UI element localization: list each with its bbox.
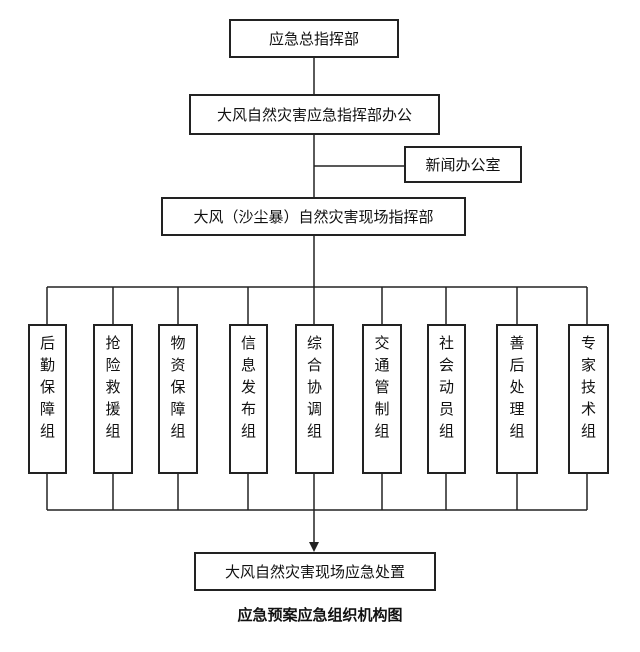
- group-label: 专家技术组: [580, 334, 596, 440]
- group-information: 信息发布组: [229, 324, 268, 474]
- group-label: 善后处理组: [509, 334, 525, 440]
- group-label: 综合协调组: [306, 334, 322, 440]
- office-box: 大风自然灾害应急指挥部办公: [189, 94, 440, 135]
- group-mobilization: 社会动员组: [427, 324, 466, 474]
- onsite-response-label: 大风自然灾害现场应急处置: [224, 563, 405, 581]
- group-experts: 专家技术组: [568, 324, 609, 474]
- site-command-box: 大风（沙尘暴）自然灾害现场指挥部: [161, 197, 466, 236]
- diagram-caption: 应急预案应急组织机构图: [237, 606, 403, 624]
- group-label: 抢险救援组: [105, 334, 121, 440]
- onsite-response-box: 大风自然灾害现场应急处置: [194, 552, 436, 591]
- group-traffic: 交通管制组: [362, 324, 402, 474]
- office-label: 大风自然灾害应急指挥部办公: [216, 106, 412, 124]
- group-label: 物资保障组: [170, 334, 186, 440]
- group-coordination: 综合协调组: [295, 324, 334, 474]
- group-label: 社会动员组: [438, 334, 454, 440]
- press-office-label: 新闻办公室: [425, 156, 501, 174]
- site-command-label: 大风（沙尘暴）自然灾害现场指挥部: [193, 208, 434, 226]
- hq-box: 应急总指挥部: [229, 19, 399, 58]
- group-aftermath: 善后处理组: [496, 324, 538, 474]
- group-label: 后勤保障组: [39, 334, 55, 440]
- group-label: 信息发布组: [240, 334, 256, 440]
- group-supplies: 物资保障组: [158, 324, 198, 474]
- press-office-box: 新闻办公室: [404, 146, 522, 183]
- group-logistics: 后勤保障组: [28, 324, 67, 474]
- group-label: 交通管制组: [374, 334, 390, 440]
- hq-label: 应急总指挥部: [268, 30, 359, 48]
- group-rescue: 抢险救援组: [93, 324, 133, 474]
